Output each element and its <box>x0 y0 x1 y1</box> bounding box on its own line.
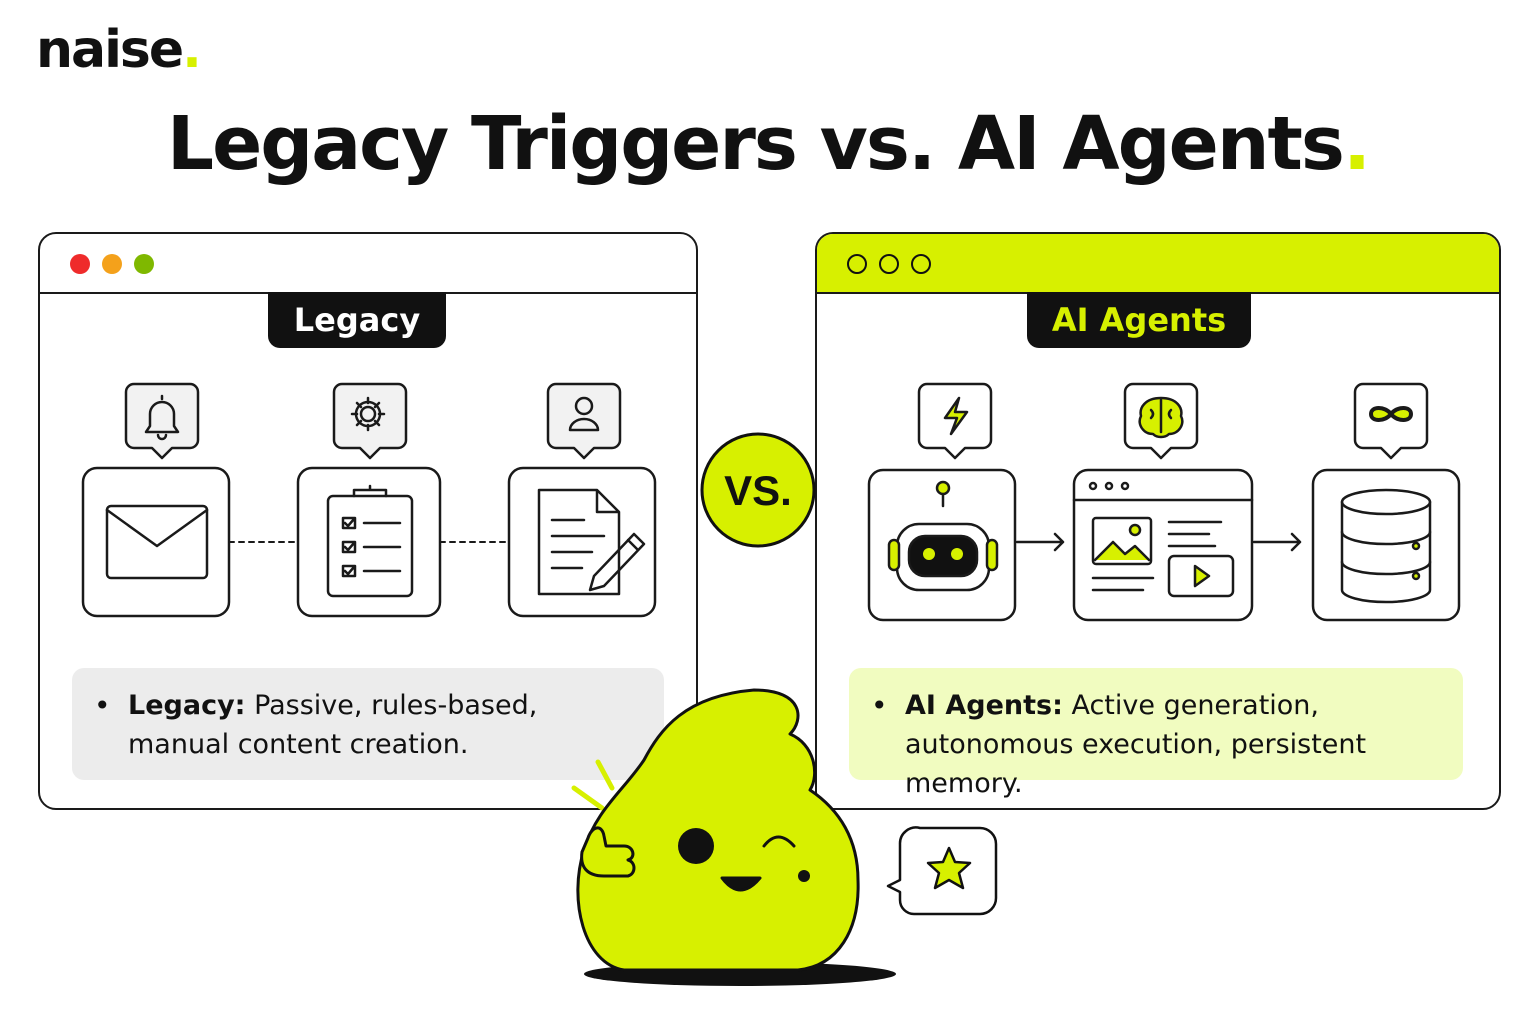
vs-text: VS. <box>724 467 792 514</box>
bell-icon <box>124 382 200 460</box>
page-title: Legacy Triggers vs. AI Agents. <box>0 101 1536 187</box>
legacy-window-dots <box>70 254 154 274</box>
legacy-tag: Legacy <box>268 292 446 348</box>
database-card <box>1311 468 1461 622</box>
window-dot-green <box>134 254 154 274</box>
database-icon <box>1340 488 1432 604</box>
ai-tag: AI Agents <box>1027 292 1251 348</box>
gear-icon <box>332 382 408 460</box>
legacy-note-text: Passive, rules-based, manual content cre… <box>128 690 538 760</box>
media-window-icon <box>1072 481 1254 598</box>
mascot-eye-wink <box>762 835 796 848</box>
ai-note: AI Agents: Active generation, autonomous… <box>849 668 1463 799</box>
brand-logo: naise. <box>36 24 202 76</box>
window-dot-2 <box>879 254 899 274</box>
checklist-icon <box>326 494 414 598</box>
brain-icon <box>1123 382 1199 460</box>
lightning-icon <box>917 382 993 460</box>
window-dot-1 <box>847 254 867 274</box>
legacy-note-label: Legacy: <box>128 690 246 721</box>
ai-flow <box>867 382 1461 622</box>
robot-icon <box>887 480 999 592</box>
envelope-icon <box>105 504 209 580</box>
ai-window-bar <box>817 234 1499 294</box>
legacy-panel: Legacy <box>38 232 698 810</box>
title-dot: . <box>1342 101 1371 187</box>
document-card <box>507 466 657 618</box>
window-dot-3 <box>911 254 931 274</box>
mascot <box>571 688 998 986</box>
title-text: Legacy Triggers vs. AI Agents <box>166 101 1345 187</box>
user-icon <box>546 382 622 460</box>
mascot-eye-left <box>678 828 714 864</box>
legacy-flow <box>81 382 657 618</box>
mascot-mouth <box>720 876 762 892</box>
ai-panel: AI Agents <box>815 232 1501 810</box>
brand-dot: . <box>182 20 202 80</box>
brand-name: naise <box>36 20 184 80</box>
mascot-body <box>576 688 860 972</box>
window-dot-red <box>70 254 90 274</box>
vs-badge: VS. <box>700 432 816 548</box>
document-edit-icon <box>537 488 621 596</box>
legacy-note: Legacy: Passive, rules-based, manual con… <box>72 668 664 780</box>
ai-note-text: Active generation, autonomous execution,… <box>905 690 1367 799</box>
media-card <box>1072 468 1254 622</box>
ai-window-dots <box>847 254 931 274</box>
window-dot-yellow <box>102 254 122 274</box>
star-icon <box>926 846 972 890</box>
robot-card <box>867 468 1017 622</box>
ai-note-label: AI Agents: <box>905 690 1063 721</box>
infinity-icon <box>1353 382 1429 460</box>
star-speech-bubble <box>886 826 998 916</box>
thumbs-up-icon <box>580 826 636 878</box>
